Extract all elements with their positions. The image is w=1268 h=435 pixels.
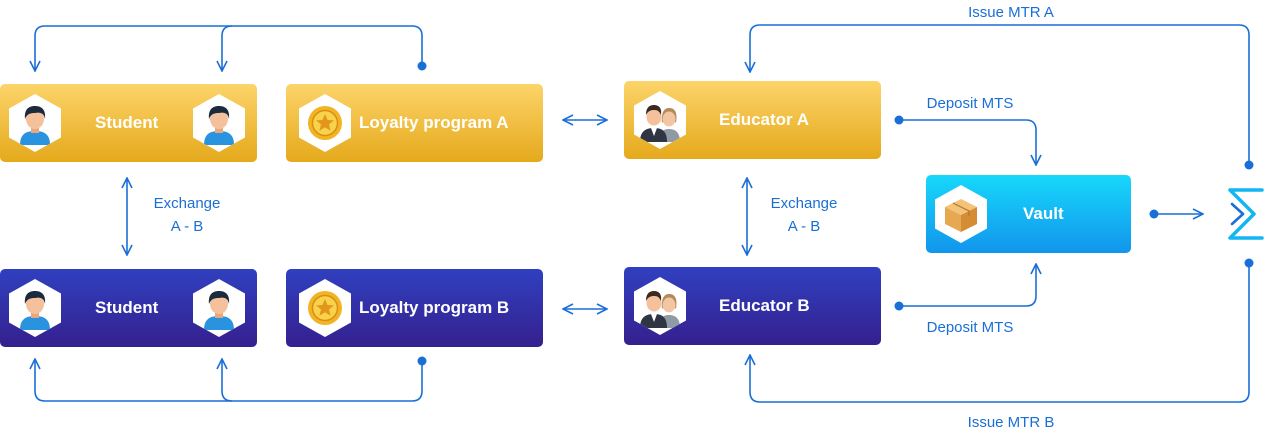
issue-mtr-b-label: Issue MTR B	[967, 414, 1055, 431]
educator-a-label: Educator A	[719, 110, 810, 129]
deposit-mts-label-a: Deposit MTS	[926, 95, 1014, 112]
loop-top-left	[35, 25, 423, 71]
deposit-b-line	[899, 264, 1036, 307]
exchange-label-right-line2: A - B	[787, 218, 821, 235]
exchange-label-right-line1: Exchange	[770, 195, 838, 212]
issue-mtr-a-label: Issue MTR A	[968, 4, 1054, 21]
student-node-top[interactable]: Student	[0, 84, 257, 162]
issue-b-line	[750, 263, 1250, 403]
educator-icon	[634, 277, 686, 335]
deposit-mts-label-b: Deposit MTS	[926, 319, 1014, 336]
issue-a-line	[750, 24, 1250, 165]
loop-bottom-left-branch	[222, 359, 233, 402]
loyalty-program-a-node[interactable]: Loyalty program A	[286, 84, 543, 162]
loyalty-program-a-label: Loyalty program A	[359, 113, 509, 132]
student-label-top: Student	[95, 113, 159, 132]
educator-b-label: Educator B	[719, 296, 810, 315]
student-label-bottom: Student	[95, 298, 159, 317]
crate-box-icon	[935, 185, 987, 243]
exchange-label-left-line1: Exchange	[153, 195, 221, 212]
exchange-label-right: Exchange A - B	[763, 192, 845, 238]
loop-bottom-left	[35, 359, 423, 402]
student-icon	[9, 279, 61, 337]
educator-a-node[interactable]: Educator A	[624, 81, 881, 159]
vault-node[interactable]: Vault	[926, 175, 1131, 253]
deposit-a-line	[899, 119, 1036, 165]
loyalty-program-b-label: Loyalty program B	[359, 298, 510, 317]
exchange-label-left: Exchange A - B	[146, 192, 228, 238]
exchange-label-left-line2: A - B	[170, 218, 204, 235]
gold-coin-icon	[299, 94, 351, 152]
student-icon	[193, 94, 245, 152]
student-icon	[9, 94, 61, 152]
gold-coin-icon	[299, 279, 351, 337]
loyalty-program-b-node[interactable]: Loyalty program B	[286, 269, 543, 347]
sigma-logo-icon	[1228, 188, 1264, 240]
educator-b-node[interactable]: Educator B	[624, 267, 881, 345]
educator-icon	[634, 91, 686, 149]
vault-label: Vault	[1023, 204, 1064, 223]
student-icon	[193, 279, 245, 337]
loop-top-left-branch	[222, 25, 233, 71]
student-node-bottom[interactable]: Student	[0, 269, 257, 347]
